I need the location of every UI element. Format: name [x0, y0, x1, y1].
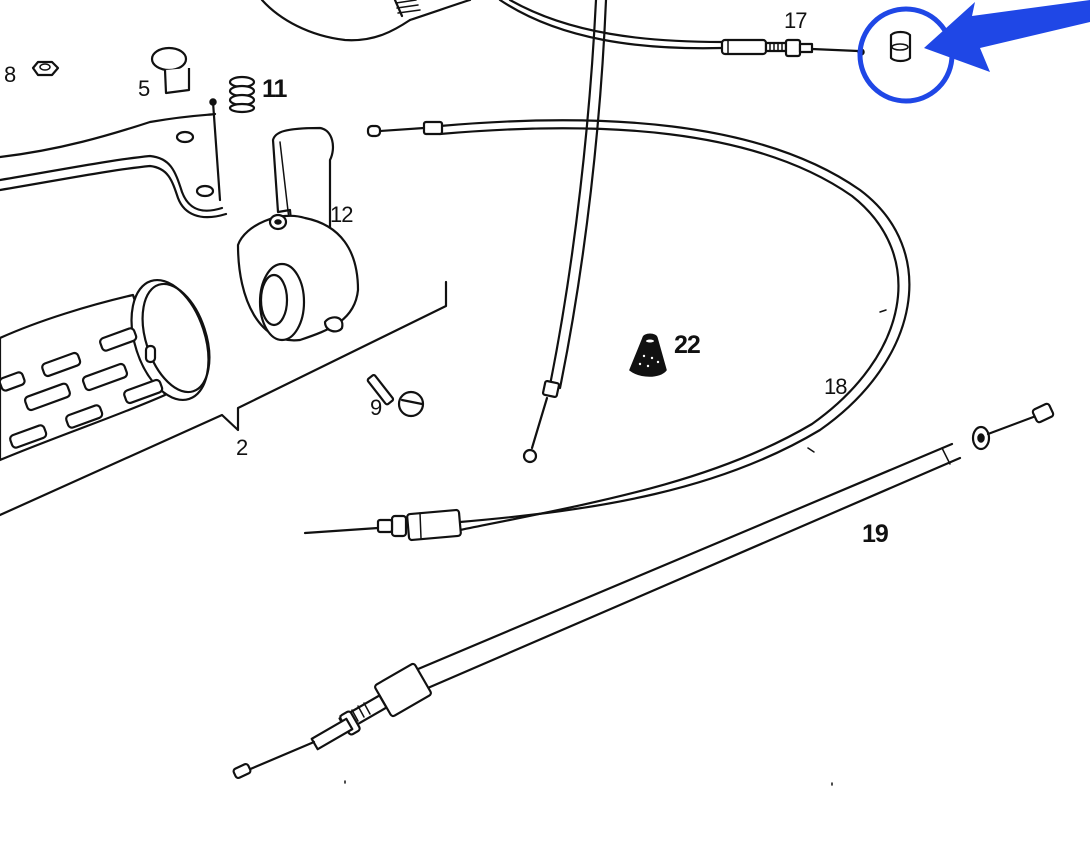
- part-label-22: 22: [674, 331, 701, 359]
- scan-specks: [344, 309, 887, 786]
- rubber-cap: [629, 333, 667, 377]
- pivot-cap: [150, 46, 191, 95]
- highlight-marker: [857, 0, 1090, 104]
- throttle-housing: [236, 126, 360, 342]
- cable-18: [303, 119, 911, 542]
- hex-nut: [31, 60, 60, 77]
- part-label-18: 18: [824, 374, 848, 399]
- slotted-screw: [366, 374, 425, 418]
- part-label-5: 5: [138, 76, 150, 101]
- cable-nipple: [889, 30, 912, 63]
- part-label-11: 11: [262, 75, 287, 103]
- part-label-17: 17: [784, 8, 808, 33]
- housing-part: [260, 0, 472, 42]
- brake-lever: [0, 100, 228, 219]
- cable-19: [232, 402, 1055, 780]
- cable-17: [498, 0, 865, 58]
- part-label-19: 19: [862, 520, 889, 548]
- part-label-8: 8: [4, 62, 16, 87]
- vertical-cable: [522, 0, 608, 464]
- part-label-2: 2: [236, 435, 248, 460]
- part-label-9: 9: [370, 395, 382, 420]
- assembly-bracket: [0, 280, 448, 517]
- spring: [209, 75, 256, 114]
- throttle-grip: [0, 278, 211, 462]
- part-label-12: 12: [330, 202, 354, 227]
